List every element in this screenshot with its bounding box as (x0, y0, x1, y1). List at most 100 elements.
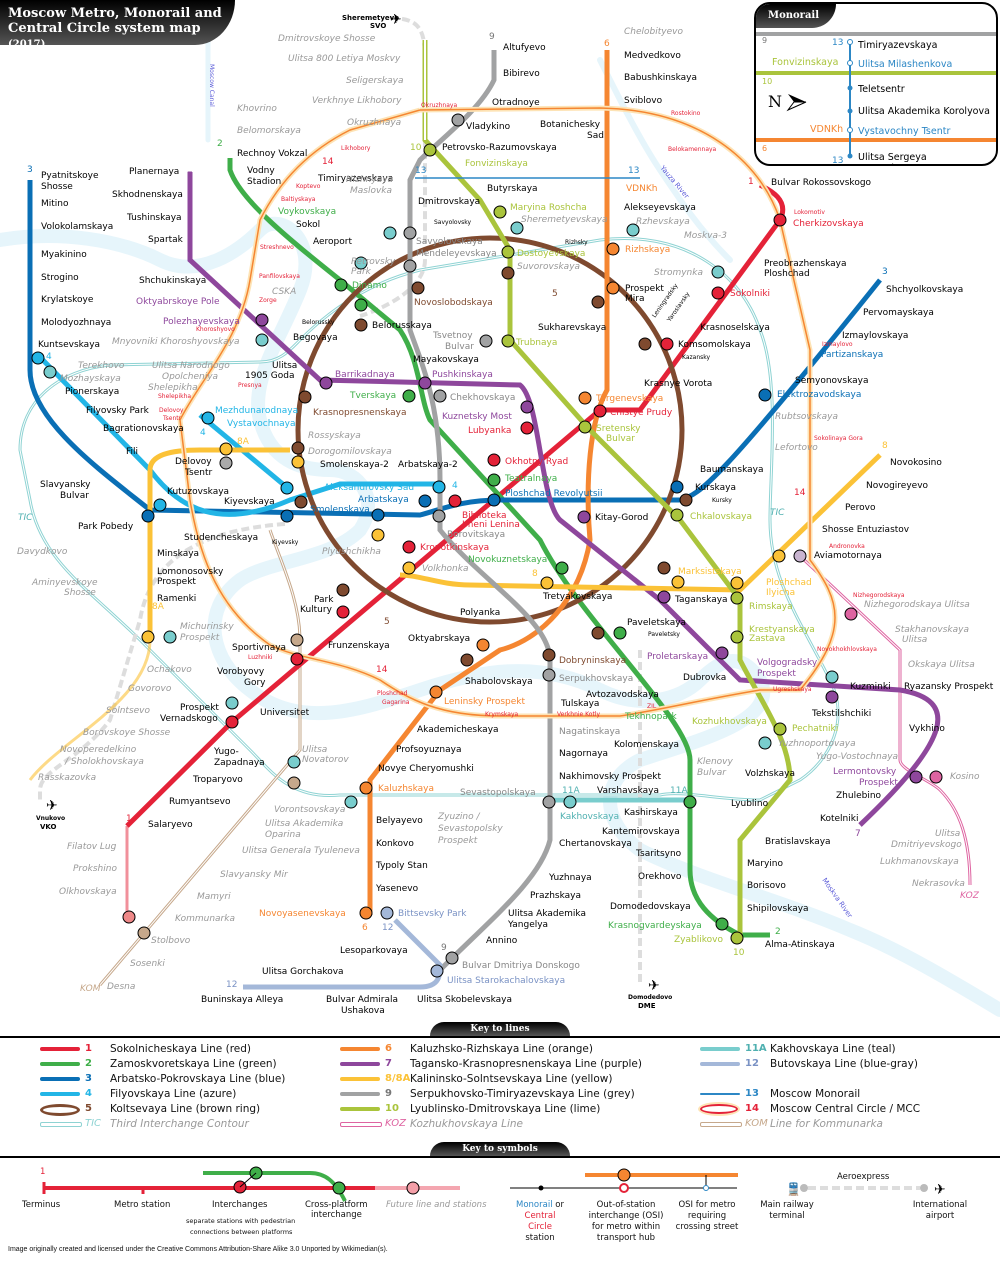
station-label: Kuzminki (850, 682, 891, 692)
station-label: Universitet (260, 708, 310, 718)
station-label: Sviblovo (624, 96, 663, 106)
line-number-label: 14 (794, 488, 806, 498)
line-number-label: 9 (489, 32, 495, 42)
line-number-label: 8 (882, 441, 888, 451)
line-6 (367, 50, 610, 915)
station-label: Yugo- (213, 747, 239, 757)
mcc-station-label: Shelepikha (158, 393, 191, 400)
map-title: Moscow Metro, Monorail and Central Circl… (0, 0, 235, 50)
line-number-label: 12 (226, 980, 237, 990)
symbol-interchanges-label: Interchanges (212, 1200, 268, 1210)
legend-line-label: Filyovskaya Line (azure) (110, 1088, 237, 1100)
station-label: Kashirskaya (624, 808, 678, 818)
station-label: Lyublino (731, 799, 769, 809)
station-label: Turgenevskaya (595, 394, 663, 404)
mcc-station-label: Belokamennaya (668, 146, 717, 153)
station-label: Sevastopolskaya (460, 788, 536, 798)
station-label: Zhulebino (836, 791, 882, 801)
symbol-terminus-label: Terminus (22, 1200, 61, 1210)
mcc-station-label: Presnya (238, 382, 262, 389)
mcc-station-label: Verkhnie Kotly (557, 711, 600, 718)
station-label: Dmitrovskaya (418, 197, 480, 207)
symbol-station-text: station (525, 1233, 555, 1243)
station-label: Ilyicha (766, 588, 795, 598)
station-label: Ulitsa Akademika (508, 909, 586, 919)
station-label: Buninskaya Alleya (201, 995, 283, 1005)
station-label: Belomorskaya (237, 126, 301, 136)
station-label: Shosse (41, 182, 73, 192)
legend-swatch (40, 1047, 80, 1051)
legend-line-number: 6 (385, 1043, 392, 1054)
station-label: Bulvar Admirala (326, 995, 398, 1005)
line-5-ring (295, 235, 685, 625)
line-14 (179, 107, 836, 717)
station-label: Park Pobedy (78, 522, 134, 532)
station-label: Spartak (148, 235, 184, 245)
legend-swatch (40, 1092, 80, 1096)
line-number-label: 6 (604, 39, 610, 49)
station-label: Kuznetsky Most (442, 412, 512, 422)
station-label: Aviamotornaya (814, 551, 882, 561)
legend-line-number: 4 (85, 1088, 92, 1099)
monorail-station: Ulitsa Sergeya Eyzenshteyna (858, 152, 927, 164)
station-label: Moskva-3 (684, 231, 727, 241)
station-label: Studencheskaya (184, 533, 258, 543)
station-label: Seligerskaya (346, 76, 403, 86)
station-label: Imeni Lenina (462, 520, 520, 530)
legend-line-label: Kalininsko-Solntsevskaya Line (yellow) (410, 1073, 613, 1085)
line-number-label: 11A (670, 786, 688, 796)
station-label: Oktyabrskaya (408, 634, 470, 644)
symbol-terminus-num: 1 (40, 1167, 46, 1177)
line-number-label: 13 (628, 166, 639, 176)
station-label: Voykovskaya (278, 207, 336, 217)
station-label: Prospekt (438, 836, 478, 846)
mcc-station-label: Nizhegorodskaya (853, 592, 905, 599)
svg-text:✈: ✈ (46, 798, 58, 814)
station-label: Nizhnyaya (346, 175, 393, 185)
station-label: 1905 Goda (245, 371, 294, 381)
station-label: Kultury (300, 605, 333, 615)
station-label: Oparina (265, 830, 301, 840)
station-label: Zyuzino / (437, 812, 480, 822)
station-label: Vorobyovy (217, 667, 265, 677)
station-label: Chelobityevo (624, 27, 683, 37)
vnukovo-airport-icon: ✈ (46, 798, 58, 814)
key-symbols-divider (0, 1156, 1000, 1158)
station-label: Mendeleyevskaya (416, 249, 497, 259)
map-annotation: Kiyevsky (272, 539, 299, 546)
monorail-line13-num-bot: 13 (832, 156, 844, 166)
monorail-n-label: N (768, 92, 782, 111)
map-annotation: Rizhsky (565, 239, 588, 246)
map-annotation: KOM (80, 984, 101, 994)
station-label: Sheremetyevskaya (521, 215, 607, 225)
mcc-station-label: Lokomotiv (794, 209, 825, 216)
station-label: Tekhnopark (624, 712, 678, 722)
station-label: Botanichesky (540, 120, 601, 130)
station-label: Bulvar (445, 342, 474, 352)
station-label: Shabolovskaya (465, 677, 533, 687)
station-label: Smolenskaya-2 (320, 460, 389, 470)
station-label: Park (314, 595, 334, 605)
station-label: Konkovo (376, 839, 414, 849)
line-number-label: 4 (46, 352, 52, 362)
legend-line-number: TIC (85, 1118, 102, 1129)
symbol-cross-platform-1: Cross-platform (305, 1200, 368, 1210)
station-label: Tretyakovskaya (542, 592, 612, 602)
station-label: Opolcheniya (162, 372, 218, 382)
legend-line-label: Arbatsko-Pokrovskaya Line (blue) (110, 1073, 286, 1085)
station-label: Annino (486, 936, 518, 946)
title-line-2: Central Circle system map (2017) (8, 21, 201, 50)
line-number-label: 8A (237, 437, 250, 447)
station-label: Pionerskaya (65, 387, 119, 397)
line-number-label: 5 (552, 289, 558, 299)
map-annotation: Belorussky (302, 319, 335, 326)
legend-swatch (700, 1104, 738, 1114)
station-label: Avtozavodskaya (586, 690, 659, 700)
map-annotation: Moscow Canal (208, 64, 215, 107)
station-label: Bagrationovskaya (103, 424, 184, 434)
legend-swatch (700, 1062, 740, 1066)
station-label: Chistye Prudy (610, 408, 673, 418)
station-label: Govorovo (128, 684, 172, 694)
station-label: Borovskoye Shosse (83, 728, 171, 738)
